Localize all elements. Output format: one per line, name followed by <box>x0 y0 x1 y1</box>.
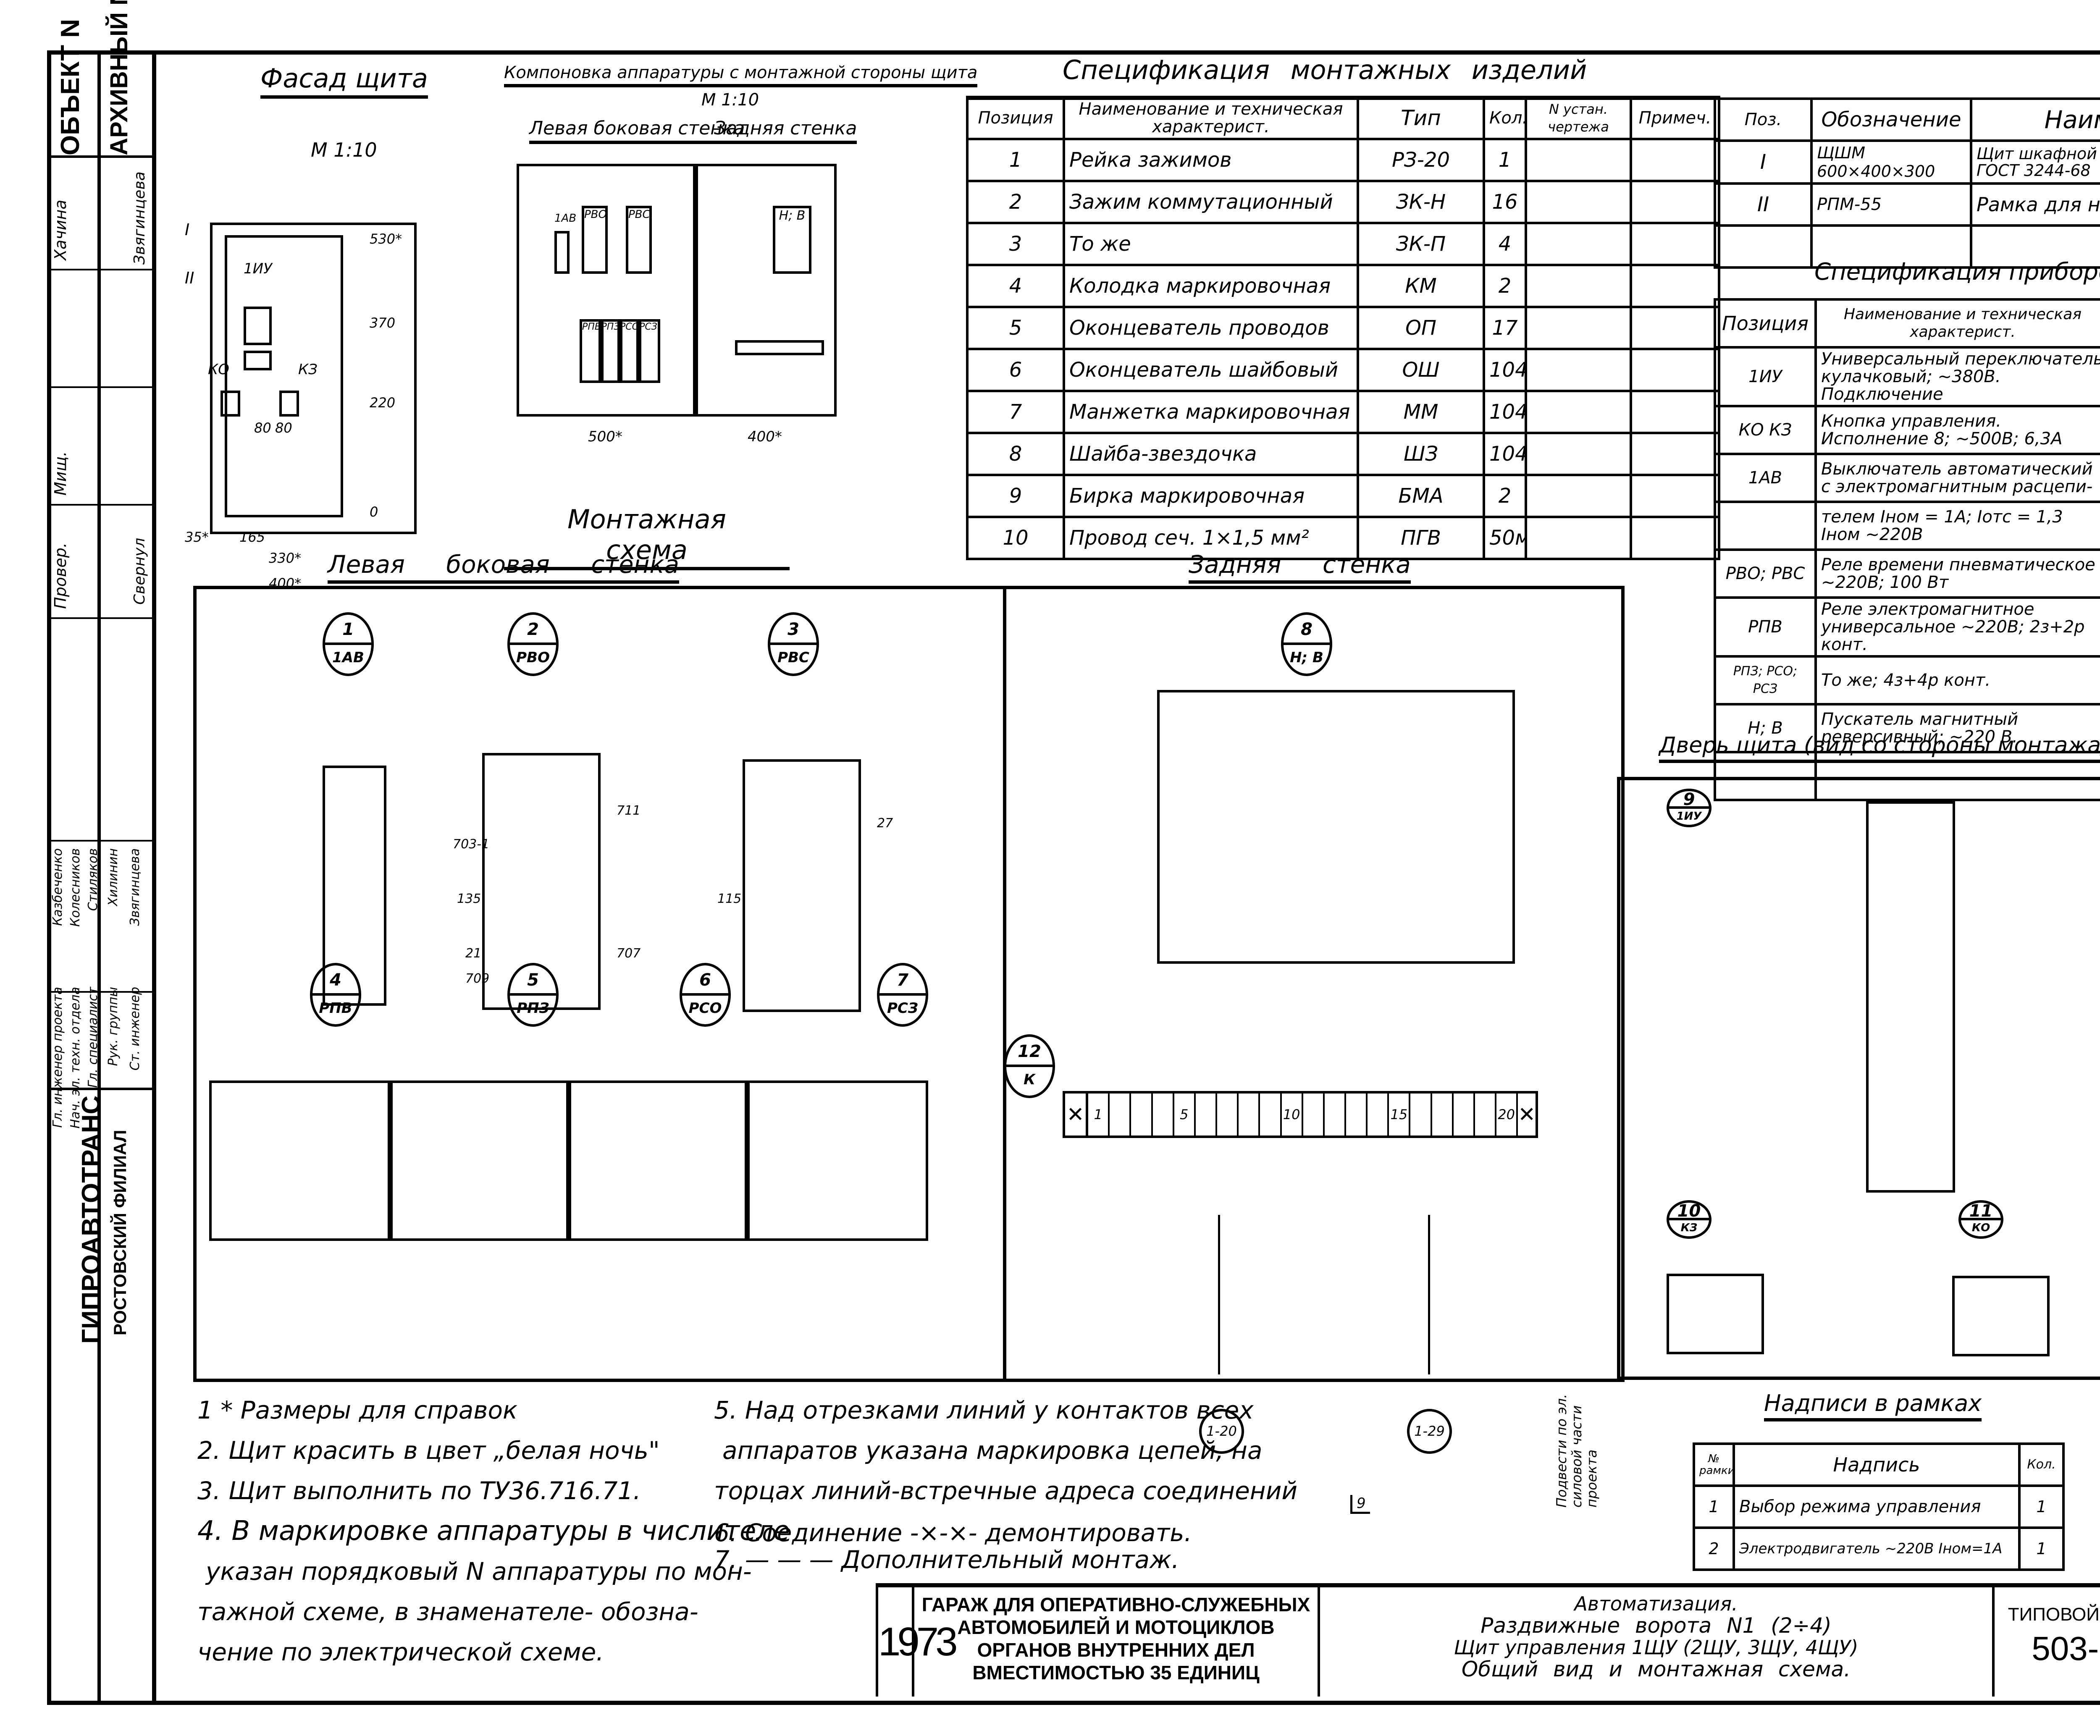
table-row: телем Iном = 1А; Iотс = 1,3 Iном ~220В <box>1714 501 2100 551</box>
frame-labels-title: Надписи в рамках <box>1764 1390 1982 1421</box>
notes-col-2: 5. Над отрезками линий у контактов всех … <box>714 1396 1298 1574</box>
cable-tag-2: 1-29 <box>1407 1409 1452 1454</box>
button-kz-body <box>1667 1274 1764 1354</box>
table-row <box>1714 224 2100 269</box>
team-list: Гл. инженер проекта Нач. эл. техн. отдел… <box>50 848 142 1129</box>
label-frame <box>244 351 272 370</box>
cabinet-outline <box>210 223 417 534</box>
button-ko <box>220 391 240 417</box>
left-strip: ОБЪЕКТ N АРХИВНЫЙ N Хачина Звягинцева Ми… <box>47 0 156 1701</box>
button-kz <box>279 391 299 417</box>
door-title: Дверь щита (вид со стороны монтажа) <box>1659 733 2100 763</box>
relay-rvs <box>743 759 861 1012</box>
facade-section: Фасад щита М 1:10 I II 1ИУ КО КЗ 530* 37… <box>185 63 428 591</box>
notes-col-1: 1 * Размеры для справок 2. Щит красить в… <box>197 1396 790 1666</box>
facade-scale: М 1:10 <box>311 139 377 161</box>
relay-block-rso <box>566 1080 750 1241</box>
sig-extra-3: Провер. <box>51 543 70 609</box>
spec-devices-title: Спецификация приборов и эл. аппаратуры <box>1814 258 2100 286</box>
drawing-name: Автоматизация. Раздвижные ворота N1 (2÷4… <box>1320 1587 1995 1697</box>
left-wall-title: Левая боковая стенка <box>328 550 680 584</box>
cabinet-door <box>225 235 343 517</box>
archive-label: АРХИВНЫЙ N <box>105 0 133 155</box>
layout-section: Компоновка аппаратуры с монтажной сторон… <box>504 55 978 570</box>
power-note: Подвести по эл. силовой части проекта <box>1554 1394 1600 1508</box>
back-wall-title: Задняя стенка <box>1189 550 1411 584</box>
object-label: ОБЪЕКТ N <box>56 19 85 155</box>
organization-branch: РОСТОВСКИЙ ФИЛИАЛ <box>110 1130 130 1335</box>
project-name: ГАРАЖ ДЛЯ ОПЕРАТИВНО-СЛУЖЕБНЫХ АВТОМОБИЛ… <box>914 1587 1320 1697</box>
table-row <box>1714 751 2100 801</box>
spec-mount-title-row: Спецификация монтажных изделий <box>966 50 1714 100</box>
project-number-cell: ТИПОВОЙ ПРОЕКТ 503-208 <box>1995 1587 2100 1697</box>
facade-title: Фасад щита <box>260 63 428 99</box>
title-block: 1973 ГАРАЖ ДЛЯ ОПЕРАТИВНО-СЛУЖЕБНЫХ АВТО… <box>876 1583 2100 1697</box>
relay-block-rpz <box>388 1080 571 1241</box>
drawing-frame <box>47 50 2100 1705</box>
switch-1iu-body <box>1866 801 1955 1193</box>
cable-tag-1: 1-20 <box>1199 1409 1244 1454</box>
cable-group: 9 <box>1350 1495 1370 1514</box>
relay-block-rpv <box>209 1080 393 1241</box>
layout-back-wall <box>693 164 837 417</box>
montage-title: Монтажная схема <box>504 504 790 570</box>
sig-role-0: Хачина <box>51 199 70 260</box>
spec-cabinet-table: Поз.ОбозначениеНаименованиеКол.Примеч. I… <box>1714 97 2100 269</box>
relay-block-rsz <box>745 1080 928 1241</box>
layout-title: Компоновка аппаратуры с монтажной сторон… <box>504 63 978 87</box>
layout-left-wall <box>517 164 698 417</box>
year: 1973 <box>876 1587 958 1697</box>
button-ko-body <box>1952 1276 2050 1356</box>
sig-name-1: Звягинцева <box>131 171 148 265</box>
starter-nv <box>1157 690 1515 964</box>
organization-name: ГИПРОАВТОТРАНС <box>77 1095 106 1344</box>
terminal-strip: ✕ 1 5 10 15 20 ✕ <box>1063 1091 1538 1138</box>
sig-role-2: Мищ. <box>51 451 70 496</box>
spec-mount-title: Спецификация монтажных изделий <box>1063 55 1587 85</box>
sig-role-3: Свернул <box>131 538 148 605</box>
switch-1iu <box>244 307 272 345</box>
